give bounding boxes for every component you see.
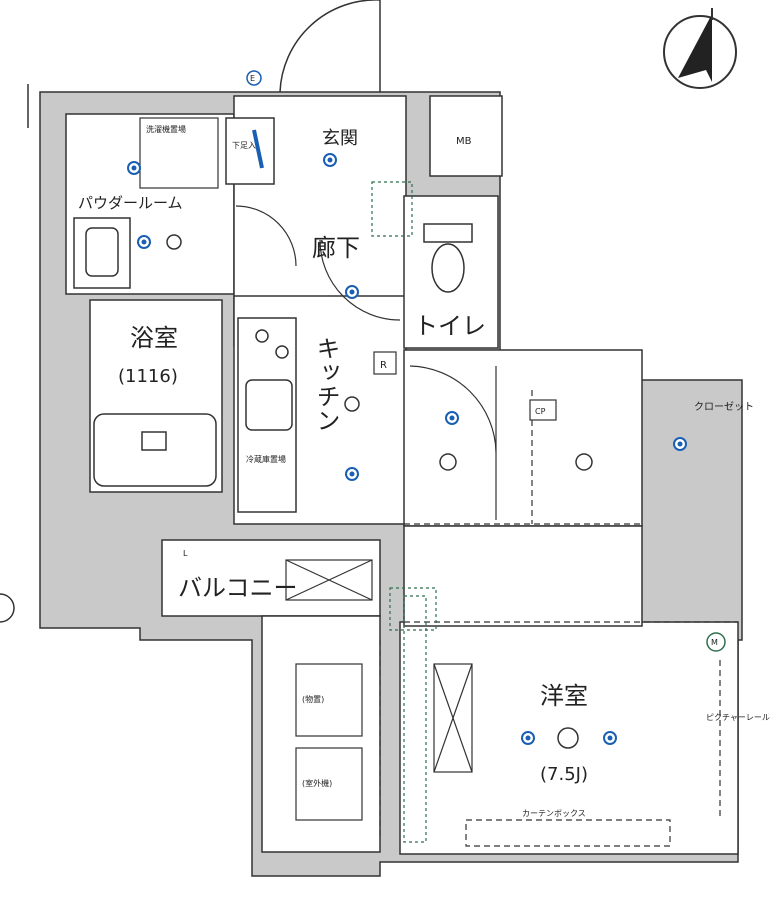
bathtub <box>93 413 217 487</box>
room-label-genkan: 玄関 <box>322 128 358 149</box>
dotted-outlines <box>371 181 437 843</box>
room-label-western: 洋室 <box>540 682 588 710</box>
label-picture-rail: ピクチャーレール <box>706 713 770 722</box>
vanity <box>73 217 131 289</box>
electrical-fixtures <box>127 70 726 749</box>
label-laundry-pan: 洗濯機置場 <box>146 124 186 134</box>
room-label-toilet: トイレ <box>414 312 486 340</box>
interior-rooms <box>65 95 739 855</box>
svg-text:キッチン: キッチン <box>312 336 340 432</box>
shoe-box <box>225 117 275 185</box>
label-e: E <box>250 74 255 83</box>
room-label-mb: MB <box>456 136 472 147</box>
r-box <box>373 351 397 375</box>
label-curtain-box: カーテンボックス <box>522 809 586 818</box>
label-l: L <box>183 549 188 558</box>
kitchen-counter <box>237 317 297 513</box>
room-label-balcony: バルコニー <box>178 574 298 602</box>
room-label-bath: 浴室 <box>130 324 178 352</box>
balcony-units <box>285 559 473 821</box>
entrance-door <box>279 0 381 93</box>
room-label-bath-size: (1116) <box>118 366 178 387</box>
left-edge-marks <box>0 84 29 623</box>
room-label-western-size: (7.5J) <box>540 764 588 785</box>
label-m: M <box>711 638 718 647</box>
north-arrow-icon <box>663 8 737 89</box>
label-outdoor-1: (物置) <box>302 694 324 704</box>
room-label-kitchen: キッチン <box>312 336 340 432</box>
room-label-closet: クローゼット <box>694 401 754 413</box>
toilet-fixture <box>423 223 473 293</box>
label-r: R <box>380 360 387 371</box>
interior-doors <box>235 205 497 520</box>
label-outdoor-2: (室外機) <box>302 778 332 788</box>
room-label-powder: パウダールーム <box>78 194 183 212</box>
room-label-corridor: 廊下 <box>312 234 360 262</box>
laundry-pan <box>139 117 219 189</box>
cp-box <box>529 399 557 421</box>
label-fridge: 冷蔵庫置場 <box>246 454 286 464</box>
label-cp: CP <box>535 407 546 416</box>
label-shoe-box: 下足入 <box>232 141 256 150</box>
